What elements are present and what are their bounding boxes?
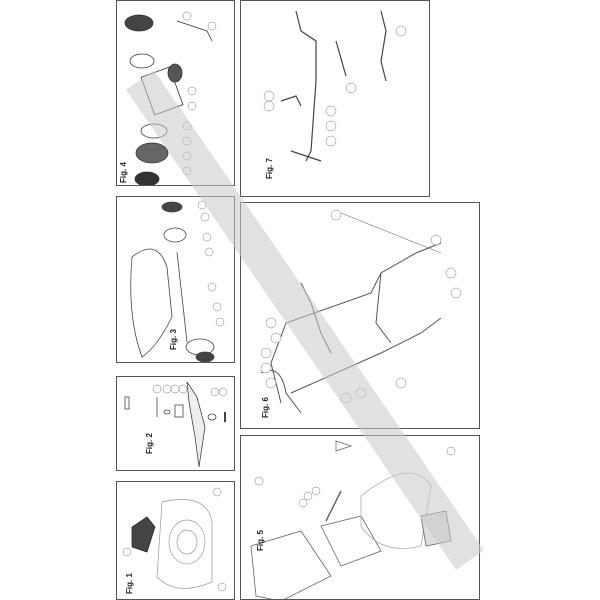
wheel-drive-drawing [124,11,217,185]
figure-label: Fig. 7 [265,158,274,179]
figure-label: Fig. 4 [119,162,128,183]
blade-drawing [124,381,228,468]
figure-label: Fig. 2 [145,433,154,454]
figure-label: Fig. 5 [256,530,265,551]
deck-grassbox-drawing [250,440,456,599]
figure-7-panel: Fig. 7 [240,0,430,197]
figure-5-panel: Fig. 5 [240,435,480,600]
figure-2-panel: Fig. 2 [116,376,235,471]
handle-cable-drawing [260,209,462,414]
motor-deck-drawing [122,487,227,592]
figure-label: Fig. 6 [261,397,270,418]
figure-label: Fig. 3 [169,329,178,350]
figure-4-panel: Fig. 4 [116,0,235,186]
figure-label: Fig. 1 [125,573,134,594]
figure-3-panel: Fig. 3 [116,196,235,363]
figure-6-panel: Fig. 6 [240,202,480,429]
figure-1-panel: Fig. 1 [116,481,235,600]
